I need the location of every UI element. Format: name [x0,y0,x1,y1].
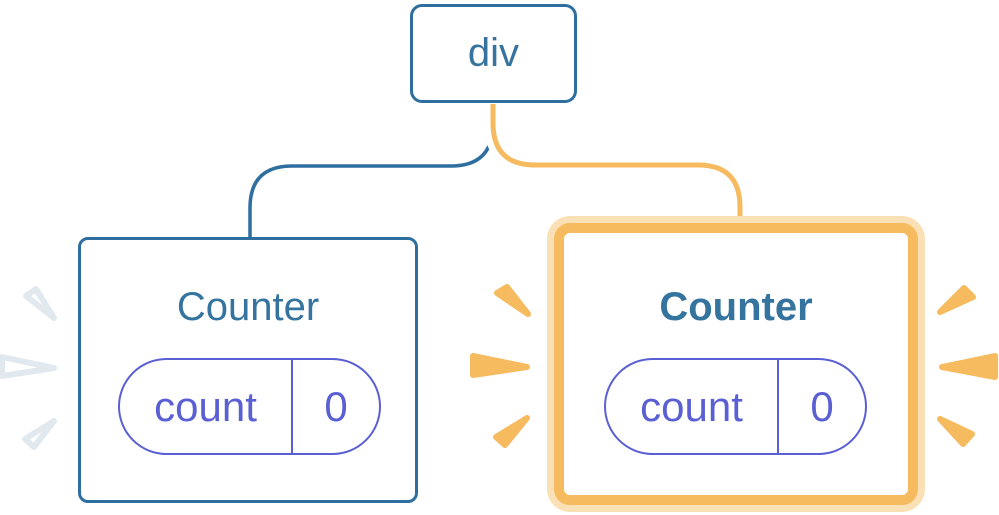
spark-icon [494,284,531,317]
state-pill: count 0 [118,358,381,455]
state-value: 0 [810,382,834,430]
spark-icon [22,418,57,450]
state-key: count [154,382,257,430]
state-key: count [640,382,743,430]
spark-icon [470,353,530,378]
emphasis-sparks-middle [470,284,531,448]
root-node-label: div [467,31,520,75]
edge-root-to-right-counter-casing [484,104,749,234]
state-value: 0 [324,382,348,430]
state-pill: count 0 [604,358,867,455]
pill-divider [777,360,779,453]
spark-icon [493,415,530,448]
edge-root-to-left-counter [248,104,495,240]
pill-divider [291,360,293,453]
spark-icon [939,353,998,380]
emphasis-sparks-right [937,285,998,447]
spark-icon [0,354,57,379]
spark-icon [937,285,976,315]
counter-title: Counter [659,285,813,329]
spark-icon [23,286,57,321]
counter-card-left: Counter count 0 [78,237,418,503]
spark-icon [937,416,975,447]
root-node-div: div [410,4,577,103]
counter-title: Counter [176,285,320,329]
emphasis-sparks-left [0,286,57,450]
edge-root-to-right-counter [490,104,743,234]
counter-card-right-highlighted: Counter count 0 [554,223,918,505]
